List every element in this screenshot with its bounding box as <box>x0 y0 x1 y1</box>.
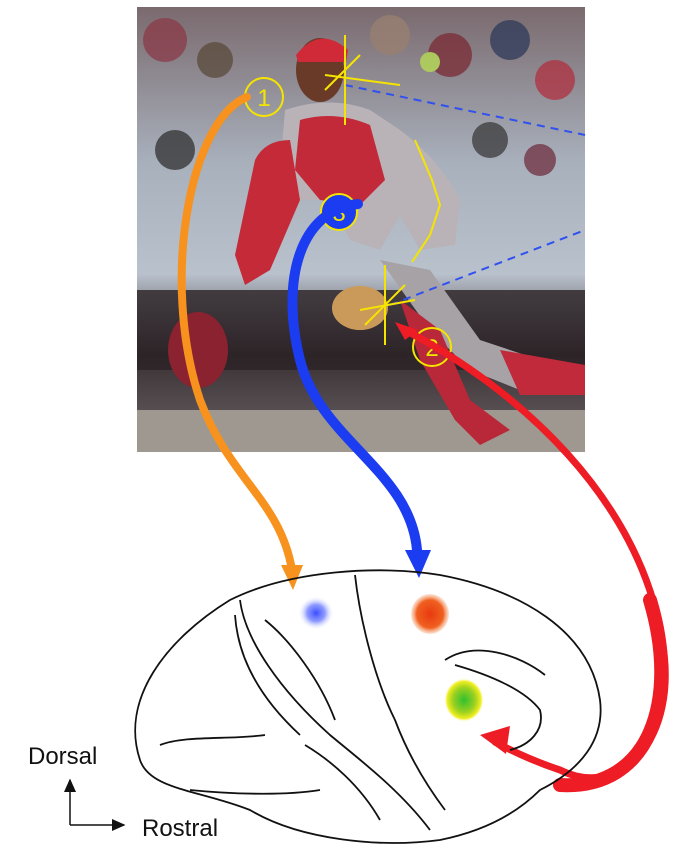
brain-outline <box>135 570 600 843</box>
blue-brain-spot <box>298 596 334 630</box>
catcher-photo <box>137 7 585 452</box>
rostral-label: Rostral <box>142 815 218 842</box>
orange-brain-spot <box>411 594 449 634</box>
svg-text:1: 1 <box>257 85 270 112</box>
green-brain-spot <box>444 678 484 722</box>
red-arrowhead <box>480 726 510 754</box>
orientation-axes: Dorsal Rostral <box>28 743 218 842</box>
red-arrow-thick <box>560 600 661 785</box>
dorsal-label: Dorsal <box>28 743 97 770</box>
